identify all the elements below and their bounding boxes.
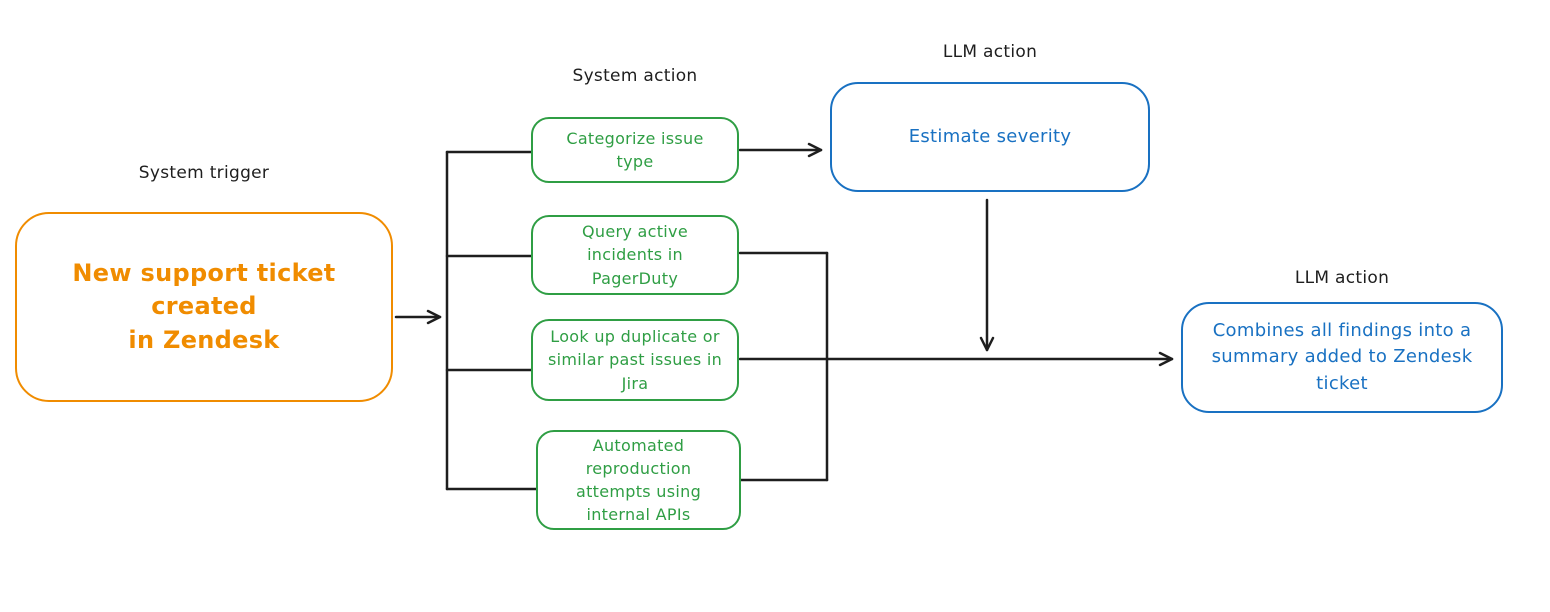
node-lookup-text: Look up duplicate or similar past issues…	[547, 327, 723, 393]
node-autorepro-text: Automated reproduction attempts using in…	[575, 435, 702, 525]
node-query-text: Query active incidents in PagerDuty	[582, 222, 688, 288]
node-combine-findings-summary[interactable]: Combines all findings into a summary add…	[1181, 302, 1503, 413]
node-combine-text: Combines all findings into a summary add…	[1211, 320, 1473, 394]
label-llm-action-combine: LLM action	[1294, 268, 1390, 288]
node-automated-reproduction[interactable]: Automated reproduction attempts using in…	[536, 430, 741, 530]
node-categorize-text: Categorize issue type	[566, 128, 704, 171]
label-system-action: System action	[572, 66, 698, 86]
node-estimate-text: Estimate severity	[908, 125, 1072, 147]
node-categorize-issue-type[interactable]: Categorize issue type	[531, 117, 739, 183]
node-trigger-zendesk-ticket[interactable]: New support ticket created in Zendesk	[15, 212, 393, 402]
node-lookup-jira-duplicates[interactable]: Look up duplicate or similar past issues…	[531, 319, 739, 401]
node-estimate-severity[interactable]: Estimate severity	[830, 82, 1150, 192]
node-trigger-text: New support ticket created in Zendesk	[72, 258, 336, 354]
label-llm-action-estimate: LLM action	[942, 42, 1038, 62]
node-query-pagerduty-incidents[interactable]: Query active incidents in PagerDuty	[531, 215, 739, 295]
label-system-trigger: System trigger	[138, 163, 270, 183]
